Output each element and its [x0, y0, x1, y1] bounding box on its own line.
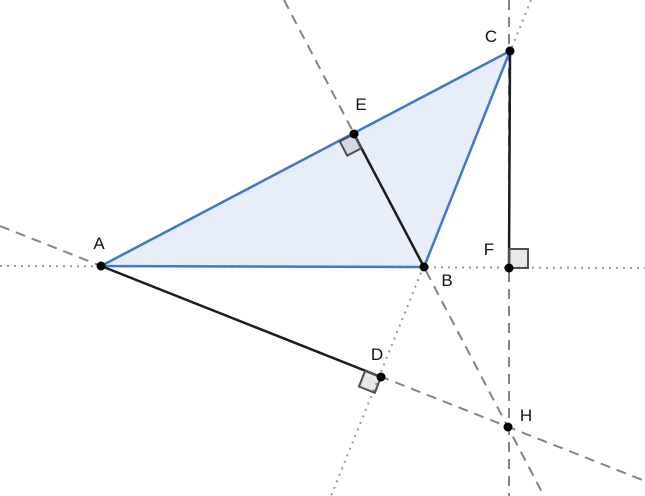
right-angle-at-F — [508, 248, 529, 269]
point-label-C: C — [485, 27, 497, 46]
point-label-E: E — [355, 95, 366, 114]
triangle-ABC[interactable] — [99, 49, 512, 269]
point-F[interactable] — [504, 263, 514, 273]
altitude-segment-CF[interactable] — [507, 49, 512, 270]
point-B[interactable] — [419, 262, 429, 272]
point-label-H: H — [520, 406, 532, 425]
point-label-A: A — [93, 234, 105, 253]
point-E[interactable] — [349, 129, 359, 139]
point-label-D: D — [371, 345, 383, 364]
point-C[interactable] — [505, 46, 515, 56]
right-angle-at-D — [357, 369, 383, 395]
point-A[interactable] — [96, 261, 106, 271]
point-H[interactable] — [503, 422, 513, 432]
right-angle-at-E — [338, 132, 363, 157]
point-label-F: F — [484, 240, 494, 259]
altitude-segment-AD[interactable] — [99, 264, 383, 379]
altitude-segment-BE[interactable] — [352, 132, 426, 269]
point-label-B: B — [441, 271, 452, 290]
point-D[interactable] — [376, 372, 386, 382]
